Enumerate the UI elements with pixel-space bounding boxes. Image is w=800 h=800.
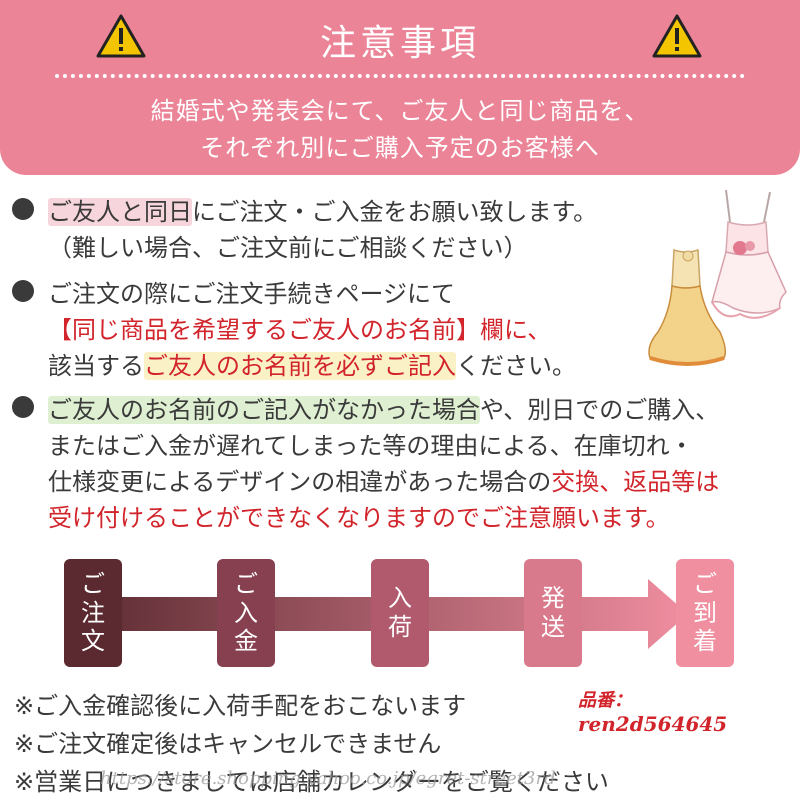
watermark-url: https://store.shopping.yahoo.co.jp/egret… [100,768,556,789]
bullet-3-line-4: 受け付けることができなくなりますのでご注意願います。 [48,504,670,532]
bullet-3-line-3: 仕様変更によるデザインの相違があった場合の交換、返品等は [48,462,719,497]
page-title: 注意事項 [319,23,480,64]
product-number-value: ren2d564645 [578,712,728,736]
bullet-text: にご注文・ご入金をお願い致します。 [192,198,598,226]
highlight-text: ご友人のお名前のご記入がなかった場合 [48,396,480,424]
note-line: ※営業日につきましては店舗カレンダーをご覧ください [14,768,609,796]
bullet-1-line-2: （難しい場合、ご注文前にご相談ください） [48,234,528,262]
flow-step-payment: ご入金 [217,559,275,667]
bullet-text: ください。 [456,352,576,380]
bullet-dot [12,280,34,302]
flow-step-order: ご注文 [64,559,122,667]
flow-step-stock: 入荷 [371,559,429,667]
warning-icon [652,14,702,58]
bullet-2-line-3: 該当するご友人のお名前を必ずご記入ください。 [48,346,576,381]
note-line: ※ご入金確認後に入荷手配をおこないます [14,692,467,720]
bullet-text: 仕様変更によるデザインの相違があった場合の [48,468,552,496]
bullet-3-line-1: ご友人のお名前のご記入がなかった場合や、別日でのご購入、 [48,390,719,425]
pink-dress-image [710,189,787,319]
note-line: ※ご注文確定後はキャンセルできません [14,730,442,758]
flow-step-arrival: ご到着 [676,559,734,667]
bullet-1-line-1: ご友人と同日にご注文・ご入金をお願い致します。 [48,192,597,227]
highlight-text: ご友人と同日 [48,198,192,226]
flow-step-shipping: 発送 [524,559,582,667]
gold-dress-image [648,248,727,366]
bullet-2-line-2: 【同じ商品を希望するご友人のお名前】欄に、 [48,316,552,344]
subtitle-line: 結婚式や発表会にて、ご友人と同じ商品を、 [150,97,650,125]
subtitle-line: それぞれ別にご購入予定のお客様へ [200,134,600,162]
highlight-text: ご友人のお名前を必ずご記入 [144,352,456,380]
dotted-divider [55,74,745,78]
header-banner: 注意事項 結婚式や発表会にて、ご友人と同じ商品を、 それぞれ別にご購入予定のお客… [0,0,800,175]
warning-icon [96,14,146,58]
bullet-dot [12,396,34,418]
warning-text: 交換、返品等は [551,468,720,496]
bullet-text: 該当する [48,352,144,380]
bullet-2-line-1: ご注文の際にご注文手続きページにて [48,280,456,308]
product-number-label: 品番： [578,690,632,711]
dress-illustration [648,189,787,366]
bullet-dot [12,198,34,220]
bullet-text: や、別日でのご購入、 [480,396,720,424]
bullet-3-line-2: またはご入金が遅れてしまった等の理由による、在庫切れ・ [48,432,694,460]
